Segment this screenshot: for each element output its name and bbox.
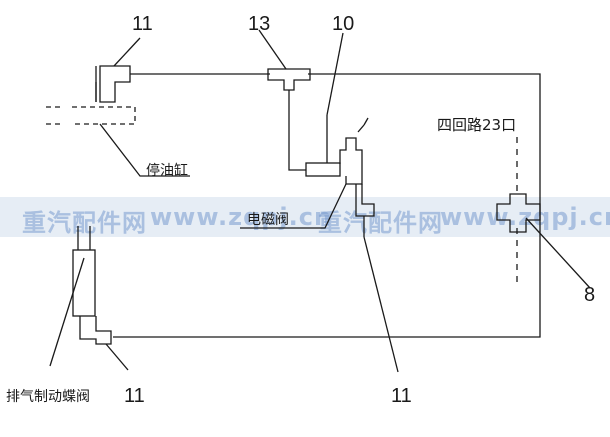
stop-cylinder	[46, 106, 136, 125]
valve-11-bottom-leader	[105, 343, 129, 371]
label-valve-11-bottom-center: 11	[391, 385, 412, 407]
watermark-text-2: www.zqpj.cn	[150, 203, 333, 231]
solenoid-valve-10	[305, 117, 375, 237]
watermark-text-3: 重汽配件网	[318, 209, 443, 237]
tee-13-leader	[258, 29, 287, 70]
label-stop-cylinder: 停油缸	[146, 163, 188, 179]
label-four-circuit-port: 四回路23口	[437, 116, 517, 134]
watermark-text-1: 重汽配件网	[22, 209, 147, 237]
four-circuit-port	[496, 137, 541, 284]
exhaust-brake-valve	[72, 226, 112, 345]
label-valve-11-bottom-left: 11	[124, 385, 145, 407]
solenoid-valve-leader	[240, 183, 347, 229]
label-solenoid-valve: 电磁阀	[247, 212, 289, 228]
label-tee-13: 13	[248, 13, 271, 35]
stop-cylinder-leader	[99, 123, 190, 177]
watermark-text-4: www.zqpj.cn	[440, 203, 610, 231]
solenoid-10-leader	[326, 32, 344, 116]
label-valve-11-top: 11	[132, 13, 153, 35]
valve-11-center-leader	[363, 236, 399, 373]
valve-11-top-leader	[113, 37, 141, 67]
label-part-8: 8	[584, 284, 596, 306]
label-solenoid-10: 10	[332, 13, 355, 35]
valve-11-top	[95, 65, 131, 103]
label-exhaust-brake-valve: 排气制动蝶阀	[6, 389, 90, 405]
tee-13	[267, 68, 311, 171]
part-8-leader	[525, 217, 591, 289]
exhaust-brake-leader	[49, 257, 85, 367]
main-pipe-loop	[95, 73, 541, 338]
